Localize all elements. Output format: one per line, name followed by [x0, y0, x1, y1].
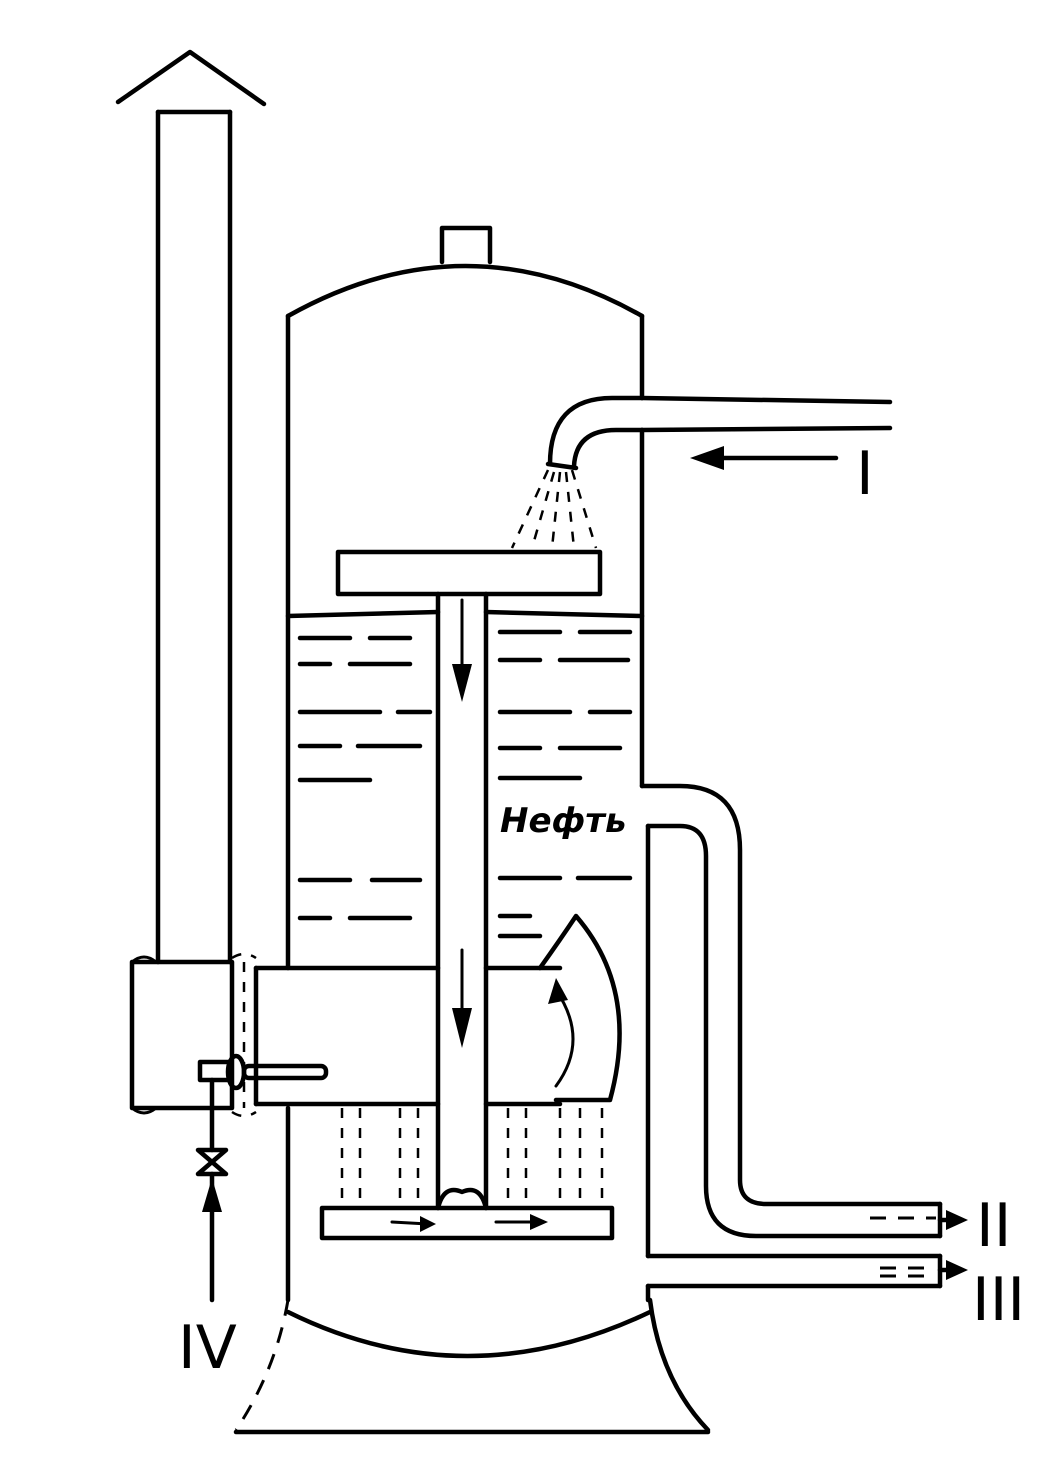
liquid-right: [497, 629, 633, 939]
label-oil: Нефть: [500, 801, 626, 841]
collector-box: [319, 1205, 615, 1241]
top-dome: [285, 263, 645, 319]
label-stream-2: II: [976, 1191, 1011, 1261]
arrow-in-1: [690, 446, 839, 470]
central-downcomer: [435, 591, 489, 1211]
vessel-walls: [285, 313, 651, 1303]
gas-feed-valve: [195, 1053, 329, 1303]
burner-tube: [129, 952, 563, 1118]
distribution-tray: [335, 549, 603, 597]
oil-outlet-pipe: [639, 783, 968, 1239]
bottom-collector: [319, 1108, 615, 1241]
chimney: [115, 49, 267, 965]
spray: [510, 469, 598, 549]
liquid-surface: [285, 609, 645, 619]
label-stream-3: III: [972, 1265, 1025, 1335]
inlet-pipe: [545, 395, 893, 471]
top-nozzle: [439, 225, 493, 265]
deflector: [537, 913, 622, 1103]
liquid-left: [297, 635, 433, 921]
label-stream-4: IV: [178, 1313, 237, 1383]
water-outlet-pipe: [645, 1253, 968, 1303]
vessel-top: [285, 225, 645, 319]
bottom-dome: [285, 1309, 653, 1359]
label-stream-1: I: [856, 439, 874, 509]
chimney-cap: [115, 49, 267, 107]
vessel-bottom: [233, 1297, 711, 1435]
